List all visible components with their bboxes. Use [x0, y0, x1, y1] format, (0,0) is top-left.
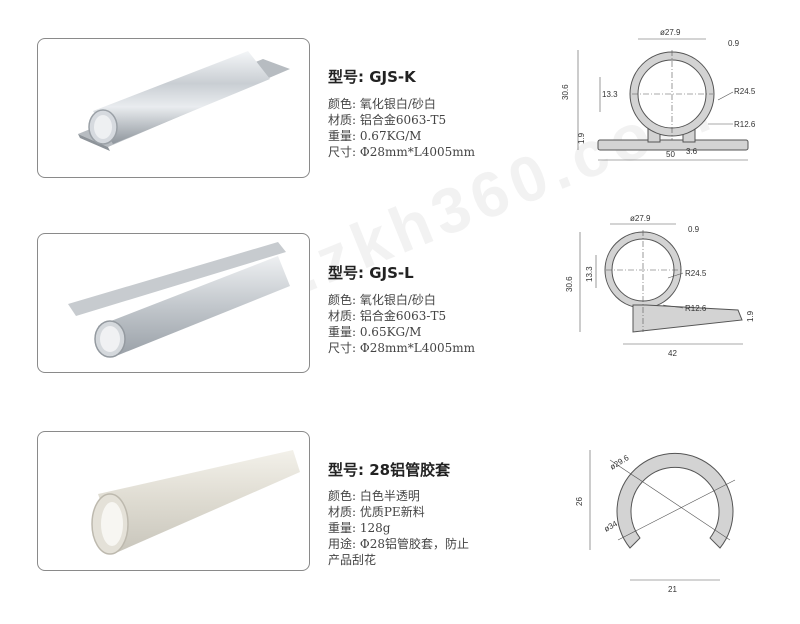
dim-r2: R12.6 — [734, 120, 756, 129]
dim-r1: R24.5 — [734, 87, 756, 96]
dim-slot: 3.6 — [686, 147, 698, 156]
spec-list-gjs-k: 颜色: 氧化银白/砂白 材质: 铝合金6063-T5 重量: 0.67KG/M … — [328, 96, 475, 160]
dim-diameter: ø27.9 — [660, 28, 681, 37]
dim-center: 13.3 — [585, 266, 594, 282]
spec-size: 尺寸: Φ28mm*L4005mm — [328, 341, 475, 355]
spec-usage-cont: 产品刮花 — [328, 553, 377, 567]
model-title-sleeve: 型号: 28铝管胶套 — [328, 461, 451, 479]
product-photo-sleeve — [37, 431, 310, 571]
dim-width: 21 — [668, 585, 677, 594]
spec-color: 颜色: 氧化银白/砂白 — [328, 97, 436, 111]
dim-flange: 1.9 — [746, 310, 755, 322]
product-photo-gjs-l — [37, 233, 310, 373]
spec-usage: 用途: Φ28铝管胶套，防止 — [328, 537, 469, 551]
dim-outer-diameter: ø34 — [603, 519, 620, 534]
dim-width: 50 — [666, 150, 675, 159]
drawing-sleeve: ø29.6 ø34 26 21 — [575, 450, 736, 594]
model-title-gjs-l: 型号: GJS-L — [328, 264, 414, 282]
drawing-gjs-k: ø27.9 0.9 30.6 13.3 R24.5 R12.6 1.9 50 3… — [561, 28, 756, 161]
spec-weight: 重量: 128g — [328, 521, 391, 535]
spec-size: 尺寸: Φ28mm*L4005mm — [328, 145, 475, 159]
dim-flange: 1.9 — [577, 132, 586, 144]
spec-color: 颜色: 氧化银白/砂白 — [328, 293, 436, 307]
model-title-gjs-k: 型号: GJS-K — [328, 68, 416, 86]
spec-material: 材质: 优质PE新料 — [328, 505, 425, 519]
dim-r1: R24.5 — [685, 269, 707, 278]
spec-material: 材质: 铝合金6063-T5 — [328, 113, 447, 127]
dim-diameter: ø27.9 — [630, 214, 651, 223]
dim-height: 30.6 — [565, 276, 574, 292]
dim-height: 26 — [575, 497, 584, 506]
spec-list-gjs-l: 颜色: 氧化银白/砂白 材质: 铝合金6063-T5 重量: 0.65KG/M … — [328, 292, 475, 356]
dim-thickness: 0.9 — [688, 225, 700, 234]
dim-width: 42 — [668, 349, 677, 358]
spec-color: 颜色: 白色半透明 — [328, 489, 420, 503]
spec-weight: 重量: 0.67KG/M — [328, 129, 422, 143]
spec-weight: 重量: 0.65KG/M — [328, 325, 422, 339]
dim-r2: R12.6 — [685, 304, 707, 313]
dim-thickness: 0.9 — [728, 39, 740, 48]
spec-list-sleeve: 颜色: 白色半透明 材质: 优质PE新料 重量: 128g 用途: Φ28铝管胶… — [328, 488, 469, 568]
dim-center: 13.3 — [602, 90, 618, 99]
dim-inner-diameter: ø29.6 — [608, 453, 631, 472]
product-photo-gjs-k — [37, 38, 310, 178]
spec-material: 材质: 铝合金6063-T5 — [328, 309, 447, 323]
drawing-gjs-l: ø27.9 0.9 30.6 13.3 R24.5 R12.6 1.9 42 — [565, 214, 755, 358]
dim-height: 30.6 — [561, 84, 570, 100]
